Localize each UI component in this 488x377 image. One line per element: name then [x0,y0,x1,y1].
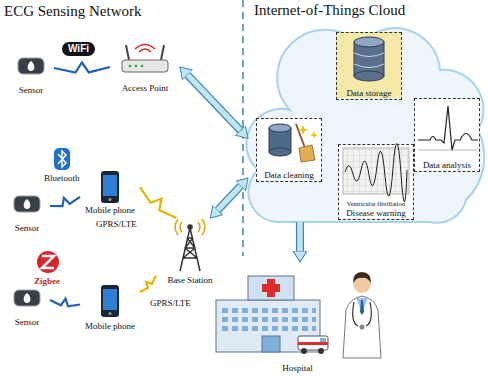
link-label: Zigbee [34,276,60,286]
service-box: Data analysis [414,98,480,172]
lightning-link [140,276,156,292]
node-label: Sensor [15,317,40,327]
region-heading: Internet-of-Things Cloud [254,2,405,19]
node-label: Access Point [122,83,169,93]
hospital-node: Hospital [205,262,390,374]
sensor-icon [18,58,44,74]
vf-graph [343,143,409,202]
node-label: Data storage [346,88,391,98]
arrow-body [218,186,241,210]
bluetooth-logo [54,148,70,170]
mobile-phone-node: Mobile phone [80,168,140,216]
cloud-region: Internet-of-Things CloudData storageData… [248,2,484,222]
phone-icon [101,171,119,203]
arrow-outline [296,222,304,251]
box-ground [336,32,402,98]
service-box: Data cleaning [256,118,322,182]
service-box: Ventricular fibrillationDisease warning [338,144,414,220]
link-label: Bluetooth [44,173,80,183]
node-label: Data cleaning [264,170,314,180]
doctor [343,272,381,358]
access-point-node: Access Point [110,40,180,94]
ecg-waveform [418,106,478,150]
database-icon [354,37,384,81]
node-label: Data analysis [423,160,471,170]
phone-icon [101,285,119,317]
link-label: GPRS/LTE [150,298,191,308]
ambulance [298,336,328,354]
arrow-outline [218,186,241,210]
data-flow-arrow [299,222,300,251]
lightning-link [140,187,176,218]
wireless-link [54,63,110,73]
box-ground [338,144,414,218]
sensor-node: Sensor [4,288,50,328]
sensor-node: Sensor [4,194,50,234]
link-label: WiFi [62,42,95,56]
wireless-link [50,299,80,307]
node-label: Sensor [15,223,40,233]
box-ground [256,118,322,180]
cloud-shape [246,28,484,223]
lightning-link [54,63,110,73]
box-ground [414,98,480,170]
arrow-body [188,75,241,130]
node-label: Ventricular fibrillation [347,200,405,207]
zigbee-logo [37,251,59,273]
node-label: Mobile phone [85,321,135,331]
wireless-link [50,197,80,206]
router-icon [122,45,168,73]
node-label: Mobile phone [85,205,135,215]
lightning-link [50,197,80,206]
data-flow-arrow [218,186,241,210]
node-label: Disease warning [346,208,406,218]
node-label: Hospital [282,363,313,373]
lightning-link [50,299,80,307]
sensor-icon [14,290,40,306]
service-box: Data storage [336,32,402,100]
arrow-body [297,222,303,251]
node-label: Base Station [167,275,212,285]
mobile-phone-node: Mobile phone [80,282,140,332]
base-station-node: Base Station [156,218,224,286]
wireless-link [140,187,176,218]
link-label: GPRS/LTE [96,219,137,229]
node-label: Sensor [19,85,44,95]
section-title: ECG Sensing Network [4,3,142,20]
sensor-icon [14,196,40,212]
wireless-link [140,276,156,292]
data-flow-arrow [188,75,241,130]
arrow-outline [188,75,241,130]
base-station-tower [175,219,205,271]
sensor-node: Sensor [8,56,54,96]
cleaning-icon [269,124,318,162]
